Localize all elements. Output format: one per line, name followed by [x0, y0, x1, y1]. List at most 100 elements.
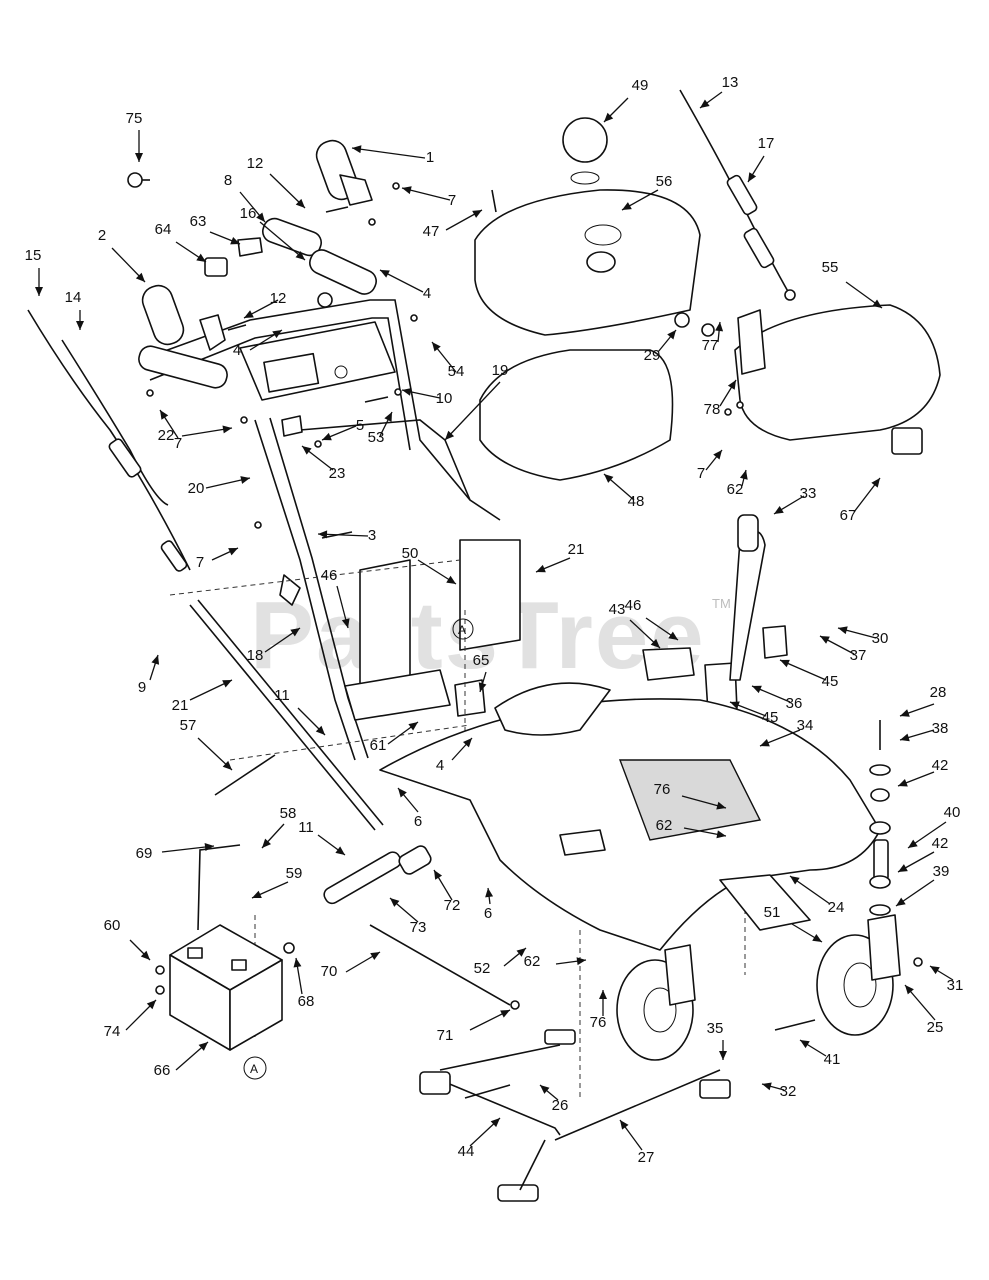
battery-assembly: A A — [155, 618, 474, 1080]
arrowhead-c54 — [432, 342, 441, 352]
callout-c16: 16 — [240, 205, 257, 222]
callout-c48: 48 — [628, 493, 645, 510]
callout-c61: 61 — [370, 737, 387, 754]
arrowhead-c3 — [318, 530, 328, 539]
callout-c74: 74 — [104, 1023, 121, 1040]
fuel-tank-assembly — [474, 117, 941, 481]
arrowhead-c4c — [462, 738, 472, 748]
arrowhead-c26 — [540, 1085, 550, 1094]
callout-c24: 24 — [828, 899, 845, 916]
arrowhead-c7c — [228, 548, 238, 556]
callout-c62c: 62 — [524, 953, 541, 970]
arrowhead-c60 — [140, 950, 150, 960]
reference-marker-a-battery-label: A — [250, 1062, 258, 1076]
callout-c64: 64 — [155, 221, 172, 238]
arrowhead-c23 — [302, 446, 312, 455]
callout-c33: 33 — [800, 485, 817, 502]
callout-c32: 32 — [780, 1083, 797, 1100]
arrowhead-c45a — [780, 659, 790, 668]
callout-c62a: 62 — [727, 481, 744, 498]
callout-c7a: 7 — [448, 192, 456, 209]
callout-c41: 41 — [824, 1051, 841, 1068]
callout-c6a: 6 — [414, 813, 422, 830]
callout-c22: 22 — [158, 427, 175, 444]
arrowhead-c10 — [402, 387, 412, 396]
callout-c30: 30 — [872, 630, 889, 647]
callout-c46b: 46 — [625, 597, 642, 614]
callout-c46a: 46 — [321, 567, 338, 584]
callout-c19: 19 — [492, 362, 509, 379]
callout-c5: 5 — [356, 417, 364, 434]
arrowhead-c53 — [384, 412, 392, 422]
arrowhead-c30 — [838, 626, 848, 635]
callout-c34: 34 — [797, 717, 814, 734]
callout-c59: 59 — [286, 865, 303, 882]
callout-c67: 67 — [840, 507, 857, 524]
callout-c39: 39 — [933, 863, 950, 880]
callout-c25: 25 — [927, 1019, 944, 1036]
arrowhead-c73 — [390, 898, 400, 907]
arrowhead-c45b — [730, 701, 740, 709]
arrowhead-c49 — [604, 112, 614, 122]
arrowhead-c8 — [256, 212, 265, 222]
callout-c60: 60 — [104, 917, 121, 934]
arrowhead-c11a — [315, 725, 325, 735]
arrowhead-c59 — [252, 890, 262, 898]
arrowhead-c21b — [222, 680, 232, 688]
arrowhead-c21a — [536, 564, 546, 573]
frame-brackets — [169, 539, 788, 1100]
leader-c19 — [444, 381, 501, 441]
callout-c4a: 4 — [423, 285, 431, 302]
callout-c27: 27 — [638, 1149, 655, 1166]
caster-wheels — [616, 720, 923, 1061]
arrowhead-c22 — [222, 425, 232, 434]
arrowhead-c58 — [262, 838, 272, 848]
arrowhead-c69 — [204, 843, 214, 852]
arrowhead-c51 — [812, 933, 822, 942]
arrowhead-c55 — [872, 299, 882, 308]
callout-c69: 69 — [136, 845, 153, 862]
callout-c12b: 12 — [270, 290, 287, 307]
arrowhead-c46a — [341, 618, 350, 628]
arrowhead-c44 — [490, 1118, 500, 1128]
arrowhead-c62a — [739, 470, 748, 480]
callout-c40: 40 — [944, 804, 961, 821]
arrowhead-c68 — [293, 958, 302, 968]
callout-c8: 8 — [224, 172, 232, 189]
callout-c11b: 11 — [298, 819, 314, 836]
arrowhead-c9 — [151, 655, 160, 665]
callout-c4c: 4 — [436, 757, 444, 774]
arrowhead-c32 — [762, 1082, 772, 1091]
arrowhead-c15 — [35, 287, 43, 296]
callout-c75: 75 — [126, 110, 143, 127]
arrowhead-c6a — [398, 788, 407, 798]
callout-c11a: 11 — [274, 687, 290, 704]
callout-c66: 66 — [154, 1062, 171, 1079]
arrowhead-c75 — [135, 153, 143, 162]
callout-c70: 70 — [321, 963, 338, 980]
arrowhead-c43 — [650, 638, 660, 648]
callout-c53: 53 — [368, 429, 385, 446]
arrowhead-c35 — [719, 1051, 727, 1060]
arrowhead-c71 — [500, 1010, 510, 1018]
arrowhead-c46b — [668, 631, 678, 640]
callout-c7b: 7 — [174, 435, 182, 452]
callout-c71: 71 — [437, 1027, 454, 1044]
callout-c15: 15 — [25, 247, 42, 264]
callout-c76a: 76 — [654, 781, 671, 798]
callout-c26: 26 — [552, 1097, 569, 1114]
arrowhead-c11b — [335, 846, 345, 855]
arrowhead-c16 — [295, 251, 305, 260]
callout-c1: 1 — [426, 149, 434, 166]
arrowhead-c7a — [402, 186, 412, 195]
arrowhead-c13 — [700, 99, 710, 108]
callout-c7d: 7 — [697, 465, 705, 482]
callout-c10: 10 — [436, 390, 453, 407]
arrowhead-c2 — [135, 272, 145, 282]
arrowhead-c47 — [472, 210, 482, 218]
arrowhead-c4b — [272, 330, 282, 339]
arrowhead-c12a — [295, 198, 305, 208]
callout-c49: 49 — [632, 77, 649, 94]
axle-rods — [189, 599, 520, 1010]
